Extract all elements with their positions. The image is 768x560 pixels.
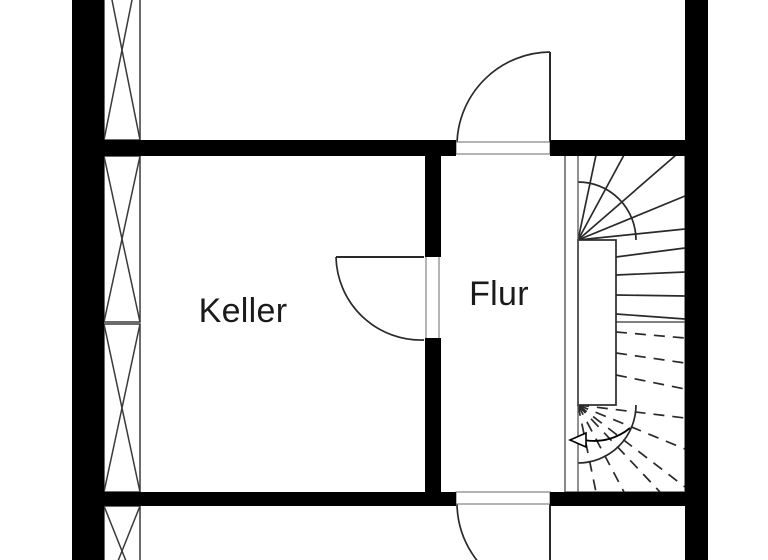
crossed-wall-panels <box>103 0 141 560</box>
stair-stringer <box>577 239 617 406</box>
stair-winder-arc-upper <box>577 181 637 241</box>
left-exterior-wall <box>72 0 104 560</box>
stair-winder-arc-lower <box>577 404 637 464</box>
upper-interior-wall-right <box>550 140 685 156</box>
lower-interior-wall-left <box>104 492 456 506</box>
door-swings <box>335 51 551 560</box>
door-bottom-flur-threshold <box>455 491 551 505</box>
winder-staircase <box>564 154 686 493</box>
upper-interior-wall-left <box>104 140 456 156</box>
door-bottom-flur-arc <box>456 503 478 560</box>
right-exterior-wall <box>685 0 708 560</box>
crossed-panel-2 <box>103 155 141 323</box>
room-label-flur: Flur <box>469 275 529 313</box>
lower-interior-wall-right <box>550 492 685 506</box>
center-vertical-wall-upper <box>425 140 441 257</box>
door-keller-flur <box>335 254 440 341</box>
door-keller-flur-arc <box>335 256 425 341</box>
stair-arrow-head <box>568 431 587 449</box>
stair-arrow-shaft <box>583 427 631 442</box>
stair-direction-arrow <box>568 427 631 449</box>
crossed-panel-4 <box>103 505 141 560</box>
door-bottom-flur <box>455 491 551 560</box>
center-vertical-wall-lower <box>425 338 441 500</box>
room-label-keller: Keller <box>199 292 288 330</box>
door-top-flur-arc <box>456 51 551 143</box>
stair-treads-upper <box>577 154 686 320</box>
door-top-flur-threshold <box>455 141 551 155</box>
crossed-panel-1 <box>103 0 141 141</box>
door-top-flur <box>455 51 551 155</box>
door-keller-flur-threshold <box>425 254 440 341</box>
walls <box>72 0 708 560</box>
stair-treads-lower <box>577 331 686 493</box>
crossed-panel-3 <box>103 323 141 493</box>
